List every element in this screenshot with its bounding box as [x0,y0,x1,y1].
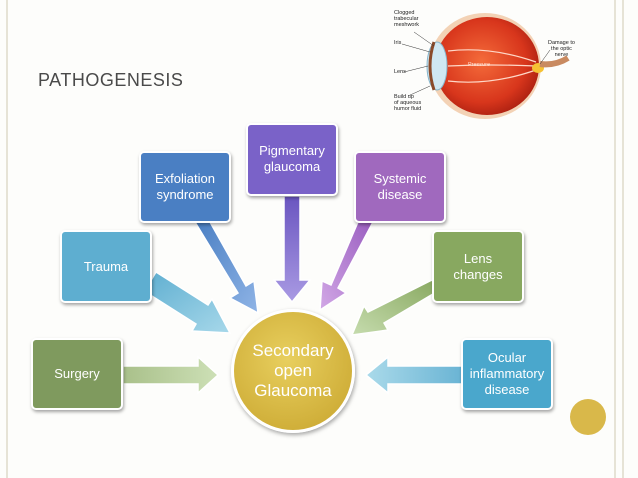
arrow-pigmentary [272,195,312,304]
cause-box-pigmentary: Pigmentary glaucoma [246,123,338,196]
cause-label: disease [377,187,423,202]
eye-cross-section-illustration: Clogged trabecular meshwork Iris Lens Bu… [390,6,590,121]
cause-label: Exfoliation [155,171,215,186]
center-label: open [274,361,312,380]
center-label: Glaucoma [254,381,332,400]
eye-label-lens: Lens [394,69,406,75]
eye-svg [401,13,570,119]
left-border-rail [6,0,8,478]
cause-box-ocular: Ocular inflammatory disease [461,338,553,410]
pressure-line [447,69,537,83]
cause-label: Pigmentary [259,143,325,158]
arrow-lens [350,279,440,336]
arrow-surgery [122,355,220,395]
arrow-trauma [142,270,232,334]
cause-label: Trauma [83,258,129,274]
label-leader [401,43,431,53]
arrow-ocular [364,355,463,395]
eye-globe [435,17,539,115]
eye-label-pressure: Pressure [468,62,491,68]
arrow-exfoliation [193,221,259,315]
eye-iris-shape [428,41,436,91]
right-border-rail-inner [614,0,616,478]
right-border-rail-outer [622,0,624,478]
label-leader [407,85,431,97]
cause-box-exfoliation: Exfoliation syndrome [139,151,231,223]
decorative-gold-dot [570,399,606,435]
pressure-line [447,64,537,67]
center-label: Secondary [252,341,334,360]
cause-box-surgery: Surgery [31,338,123,410]
cause-label: Surgery [54,366,100,381]
slide-title: PATHOGENESIS [38,70,184,90]
center-node-secondary-open-glaucoma: Secondary open Glaucoma [231,309,355,433]
arrow-systemic [319,221,375,312]
eye-label-damage: Damage to the optic nerve [548,40,575,58]
cause-box-lens: Lens changes [432,230,524,303]
cause-label: Systemic [373,171,427,186]
cause-label: changes [453,266,503,282]
pressure-line [447,49,537,63]
cause-label: inflammatory [469,366,545,381]
cause-label: disease [484,382,530,397]
label-leader [413,31,435,47]
cause-label: Ocular [487,350,527,365]
cause-label: syndrome [156,187,214,202]
eye-label-buildup: Build up of aqueous humor fluid [394,94,422,112]
cause-box-systemic: Systemic disease [354,151,446,223]
eye-label-clogged: Clogged trabecular meshwork [394,10,420,28]
eye-label-iris: Iris [394,40,402,46]
label-leader [539,49,551,65]
cause-box-trauma: Trauma [60,230,152,303]
cause-label: glaucoma [263,159,321,174]
cause-label: Lens [463,250,493,266]
optic-nerve [539,55,570,68]
label-leader [403,65,429,73]
